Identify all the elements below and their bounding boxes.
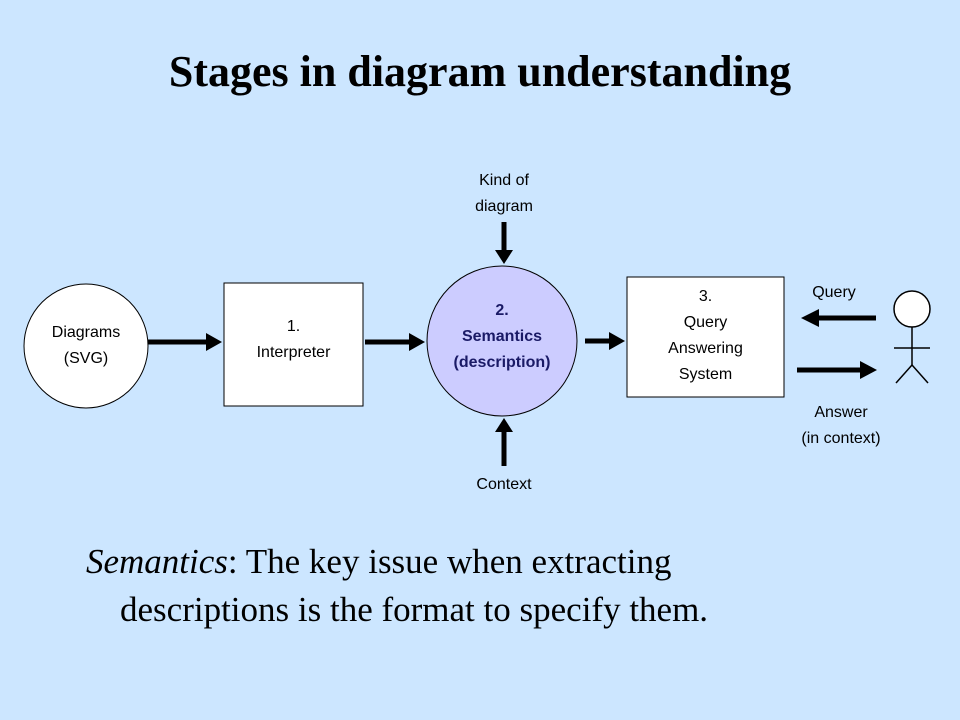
stick-figure-user-icon bbox=[893, 290, 931, 384]
query-label: Query bbox=[812, 284, 856, 301]
answer-label: Answer (in context) bbox=[766, 400, 916, 452]
kind-label-line2: diagram bbox=[475, 198, 533, 215]
interpreter-label-line1: 1. bbox=[286, 318, 301, 335]
arrowhead-interpreter-to-semantics bbox=[409, 333, 425, 351]
semantics-label-line2: Semantics bbox=[461, 328, 543, 345]
semantics-node-label: 2. Semantics (description) bbox=[427, 298, 577, 376]
interpreter-node-label: 1. Interpreter bbox=[224, 314, 363, 366]
query-system-node-shape bbox=[626, 276, 785, 398]
semantics-label-line3: (description) bbox=[453, 354, 551, 371]
semantics-node-shape bbox=[426, 265, 578, 417]
diagrams-label-line1: Diagrams bbox=[51, 324, 121, 341]
query-system-label-line4: System bbox=[678, 366, 733, 383]
context-label: Context bbox=[476, 476, 532, 493]
caption-line2: descriptions is the format to specify th… bbox=[120, 590, 709, 629]
diagrams-label-line2: (SVG) bbox=[63, 350, 109, 367]
answer-label-line1: Answer bbox=[814, 404, 868, 421]
kind-label-line1: Kind of bbox=[479, 172, 529, 189]
arrowhead-context-to-semantics bbox=[495, 418, 513, 432]
interpreter-label-line2: Interpreter bbox=[256, 344, 331, 361]
caption-line1-rest: The key issue when extracting bbox=[245, 542, 672, 581]
query-system-label-line3: Answering bbox=[668, 340, 743, 357]
diagrams-node-label: Diagrams (SVG) bbox=[26, 320, 146, 372]
caption-text: Semantics: The key issue when extracting… bbox=[86, 538, 906, 634]
query-system-label-line1: 3. bbox=[698, 288, 713, 305]
arrowhead-diagrams-to-interpreter bbox=[206, 333, 222, 351]
caption-separator: : bbox=[227, 542, 246, 581]
kind-of-diagram-label: Kind of diagram bbox=[444, 168, 564, 220]
slide-title: Stages in diagram understanding bbox=[168, 47, 792, 96]
caption-term: Semantics bbox=[86, 542, 228, 581]
arrowhead-semantics-to-query-system bbox=[609, 332, 625, 350]
interpreter-node-shape bbox=[223, 282, 364, 407]
diagrams-node-shape bbox=[23, 283, 149, 409]
arrowhead-answer-to-user bbox=[860, 361, 877, 379]
query-system-label-line2: Query bbox=[683, 314, 728, 331]
answer-label-line2: (in context) bbox=[801, 430, 881, 447]
arrowhead-kind-to-semantics bbox=[495, 250, 513, 264]
query-system-node-label: 3. Query Answering System bbox=[627, 284, 784, 388]
semantics-label-line1: 2. bbox=[495, 302, 509, 319]
arrowhead-query-from-user bbox=[801, 309, 819, 327]
